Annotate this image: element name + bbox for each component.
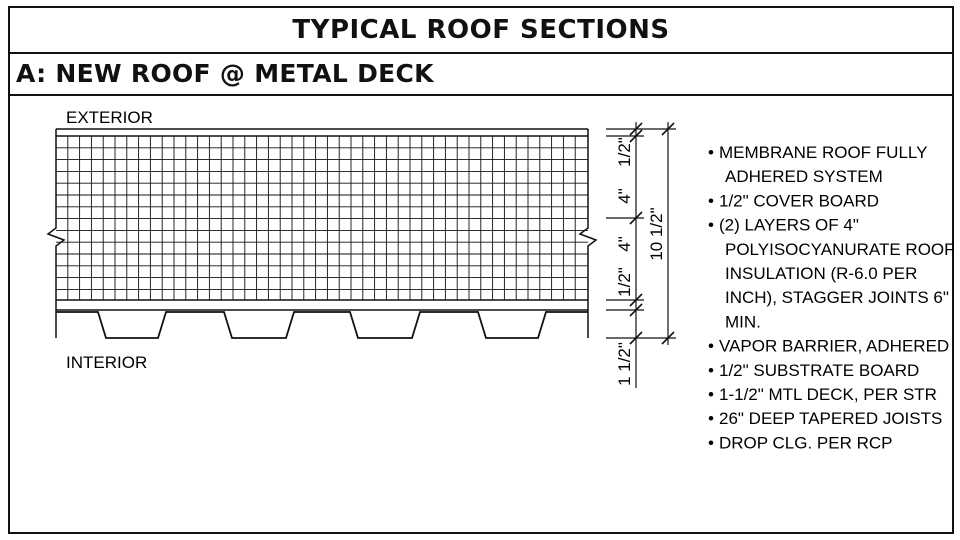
note-line: 26" DEEP TAPERED JOISTS xyxy=(719,409,942,428)
note-line: INSULATION (R-6.0 PER xyxy=(725,264,917,283)
dim-insulation-upper: 4" xyxy=(615,188,634,204)
note-line: VAPOR BARRIER, ADHERED xyxy=(719,337,949,356)
note-bullet: • xyxy=(708,433,714,452)
note-line: 1/2" COVER BOARD xyxy=(719,191,879,210)
note-bullet: • xyxy=(708,337,714,356)
dimension-tick xyxy=(629,331,643,345)
exterior-label: EXTERIOR xyxy=(66,108,153,127)
note-line: MIN. xyxy=(725,312,761,331)
drawing-frame: TYPICAL ROOF SECTIONS A: NEW ROOF @ META… xyxy=(8,6,954,534)
note-line: ADHERED SYSTEM xyxy=(725,167,883,186)
note-bullet: • xyxy=(708,191,714,210)
roof-assembly xyxy=(46,128,598,339)
dim-substrate: 1/2" xyxy=(615,267,634,297)
insulation-grid xyxy=(56,136,588,300)
dim-cover-board: 1/2" xyxy=(615,137,634,167)
left-break-line xyxy=(46,129,66,338)
note-bullet: • xyxy=(708,409,714,428)
right-break-line xyxy=(578,129,598,338)
note-bullet: • xyxy=(708,385,714,404)
dimension-tick xyxy=(629,293,643,307)
note-line: 1/2" SUBSTRATE BOARD xyxy=(719,361,919,380)
section-title: A: NEW ROOF @ METAL DECK xyxy=(16,58,434,88)
dimension-tick xyxy=(661,331,675,345)
note-line: POLYISOCYANURATE ROOF xyxy=(725,240,955,259)
metal-deck-profile xyxy=(56,311,588,339)
dimension-tick xyxy=(629,129,643,143)
notes-list: • MEMBRANE ROOF FULLY ADHERED SYSTEM • 1/2" … xyxy=(708,143,955,452)
note-bullet: • xyxy=(708,361,714,380)
note-bullet: • xyxy=(708,143,714,162)
dim-insulation-lower: 4" xyxy=(615,236,634,252)
note-line: INCH), STAGGER JOINTS 6" xyxy=(725,288,949,307)
dimension-tick xyxy=(629,122,643,136)
section-bar: A: NEW ROOF @ METAL DECK xyxy=(10,52,952,96)
dimension-tick xyxy=(661,122,675,136)
dimension-ticks xyxy=(606,122,675,345)
title-bar: TYPICAL ROOF SECTIONS xyxy=(10,8,952,54)
dim-deck: 1 1/2" xyxy=(615,342,634,386)
sheet-title: TYPICAL ROOF SECTIONS xyxy=(292,15,670,45)
note-line: (2) LAYERS OF 4" xyxy=(719,216,859,235)
note-line: DROP CLG. PER RCP xyxy=(719,433,893,452)
note-bullet: • xyxy=(708,216,714,235)
note-line: 1-1/2" MTL DECK, PER STR xyxy=(719,385,937,404)
dim-total: 10 1/2" xyxy=(647,207,666,260)
dimension-strings xyxy=(606,122,676,388)
dimension-tick xyxy=(629,303,643,317)
interior-label: INTERIOR xyxy=(66,353,147,372)
note-line: MEMBRANE ROOF FULLY xyxy=(719,143,927,162)
